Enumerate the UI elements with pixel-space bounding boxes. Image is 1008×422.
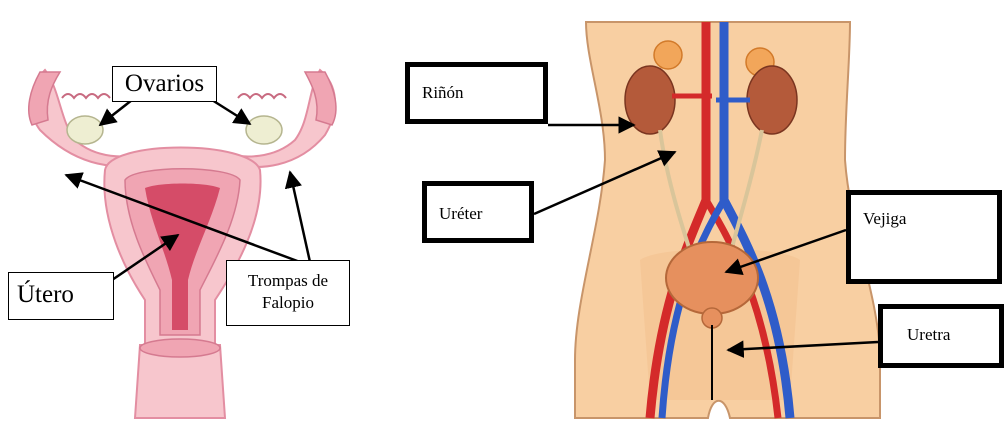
cervix bbox=[140, 339, 220, 357]
right-fimbriae-fringe bbox=[238, 94, 286, 98]
label-uretra: Uretra bbox=[878, 304, 1004, 368]
urinary-system-illustration bbox=[575, 22, 880, 418]
label-ovarios: Ovarios bbox=[112, 66, 217, 102]
label-trompas-de-falopio: Trompas de Falopio bbox=[226, 260, 350, 326]
bladder bbox=[666, 242, 758, 314]
female-reproductive-illustration bbox=[29, 70, 336, 418]
label-ureter: Uréter bbox=[422, 181, 534, 243]
label-rinon: Riñón bbox=[405, 62, 548, 124]
left-ovary bbox=[67, 116, 103, 144]
left-fimbriae-fringe bbox=[62, 94, 110, 98]
label-vejiga: Vejiga bbox=[846, 190, 1002, 284]
left-adrenal-gland bbox=[654, 41, 682, 69]
label-utero: Útero bbox=[8, 272, 114, 320]
arrow-trompas-right bbox=[290, 172, 310, 262]
right-ovary bbox=[246, 116, 282, 144]
right-kidney bbox=[747, 66, 797, 134]
arrow-ovarios-right bbox=[212, 100, 250, 124]
arrow-ovarios-left bbox=[100, 100, 132, 125]
